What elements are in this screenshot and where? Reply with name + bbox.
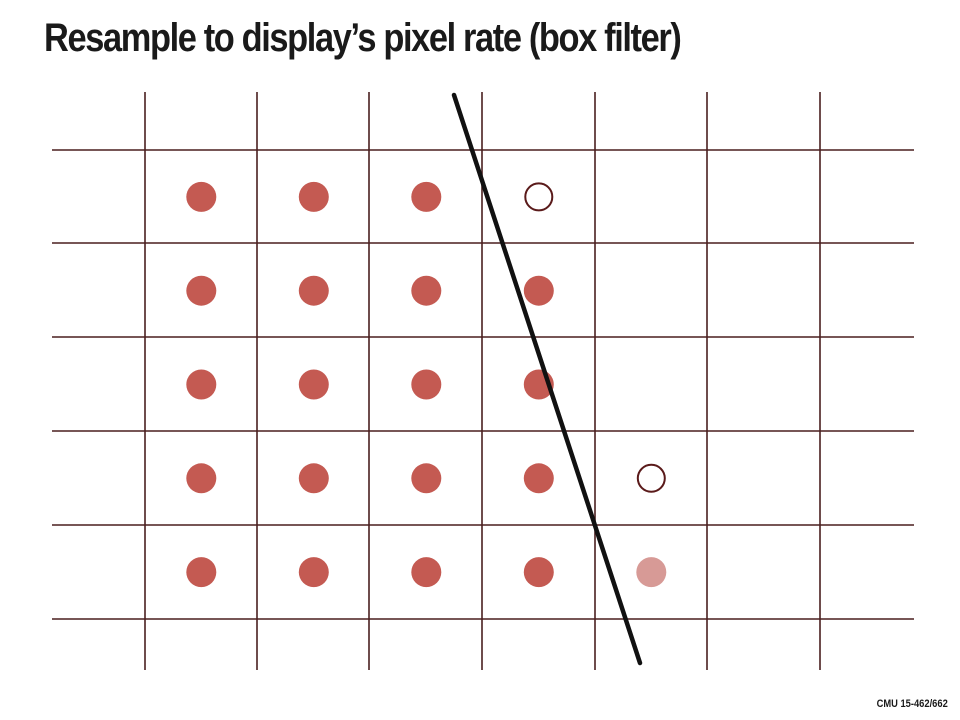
sample-point-covered <box>523 275 554 306</box>
sample-point-covered <box>298 463 329 494</box>
sample-point-covered <box>523 463 554 494</box>
sample-point-partial <box>636 557 667 588</box>
sample-point-covered <box>186 557 217 588</box>
sample-point-covered <box>298 275 329 306</box>
sample-point-covered <box>186 369 217 400</box>
sample-point-covered <box>298 557 329 588</box>
sample-point-covered <box>411 181 442 212</box>
pixel-grid <box>52 92 914 670</box>
sample-point-covered <box>186 275 217 306</box>
sample-point-covered <box>411 369 442 400</box>
sample-point-covered <box>186 463 217 494</box>
sample-point-uncovered <box>524 182 554 212</box>
course-footer: CMU 15-462/662 <box>876 698 948 710</box>
sample-point-covered <box>411 557 442 588</box>
sample-points <box>186 181 667 588</box>
slide-title: Resample to display’s pixel rate (box fi… <box>44 16 682 60</box>
sample-point-covered <box>523 557 554 588</box>
sample-point-uncovered <box>636 463 666 493</box>
sample-point-covered <box>298 181 329 212</box>
sample-point-covered <box>411 275 442 306</box>
sample-point-covered <box>186 181 217 212</box>
triangle-edge-line <box>451 92 643 666</box>
sample-point-covered <box>298 369 329 400</box>
sample-point-covered <box>411 463 442 494</box>
